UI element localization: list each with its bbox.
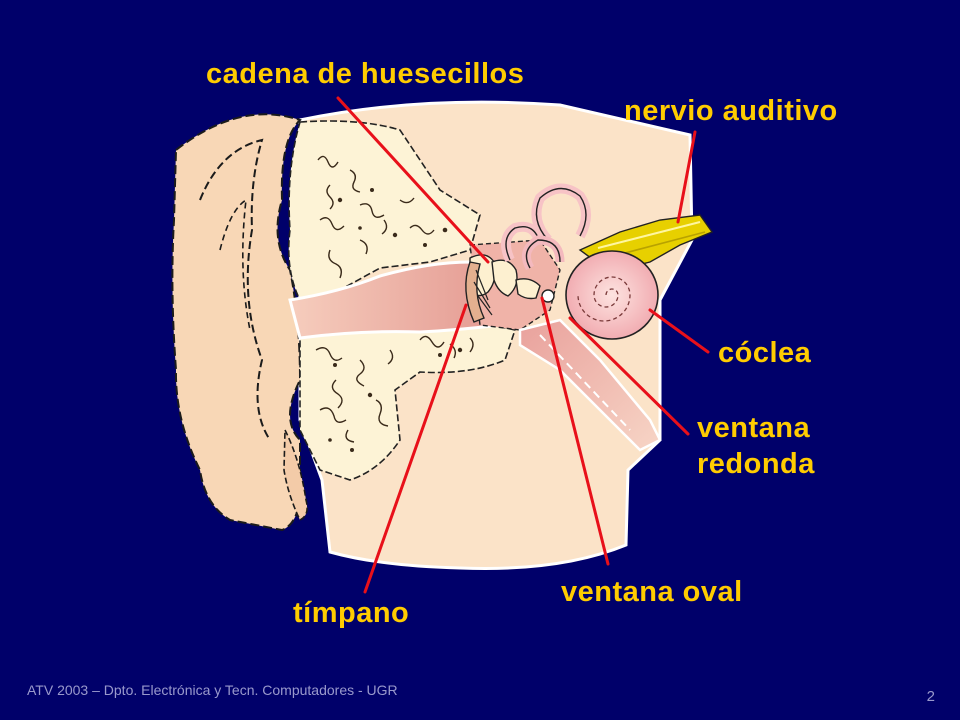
- label-oval-window: ventana oval: [561, 576, 743, 608]
- label-auditory-nerve: nervio auditivo: [624, 95, 838, 127]
- label-cochlea: cóclea: [718, 337, 812, 369]
- leader-lines: [336, 96, 710, 594]
- leader-ossicles: [336, 96, 490, 264]
- cochlea-shape: [565, 250, 659, 340]
- leader-eardrum: [363, 303, 468, 594]
- label-eardrum: tímpano: [293, 597, 410, 629]
- earlobe: [283, 429, 308, 522]
- leader-round-window: [568, 316, 690, 436]
- oval-window-mark: [541, 289, 555, 303]
- leader-oval-window: [540, 296, 610, 566]
- label-round-window-line1: ventana: [697, 412, 811, 444]
- leader-cochlea: [648, 308, 710, 354]
- label-round-window: ventana redonda: [697, 410, 815, 482]
- semicircular-canals: [501, 183, 591, 271]
- footer-credit: ATV 2003 – Dpto. Electrónica y Tecn. Com…: [27, 682, 398, 698]
- label-round-window-line2: redonda: [697, 448, 815, 480]
- pinna-fold: [199, 138, 271, 441]
- temporal-bone-lower: [299, 319, 517, 481]
- page-number: 2: [926, 688, 935, 705]
- leader-nerve: [676, 130, 697, 224]
- label-ossicles: cadena de huesecillos: [206, 58, 525, 90]
- pinna: [171, 113, 302, 532]
- bone-dots: [328, 188, 463, 452]
- bone-texture: [315, 155, 474, 443]
